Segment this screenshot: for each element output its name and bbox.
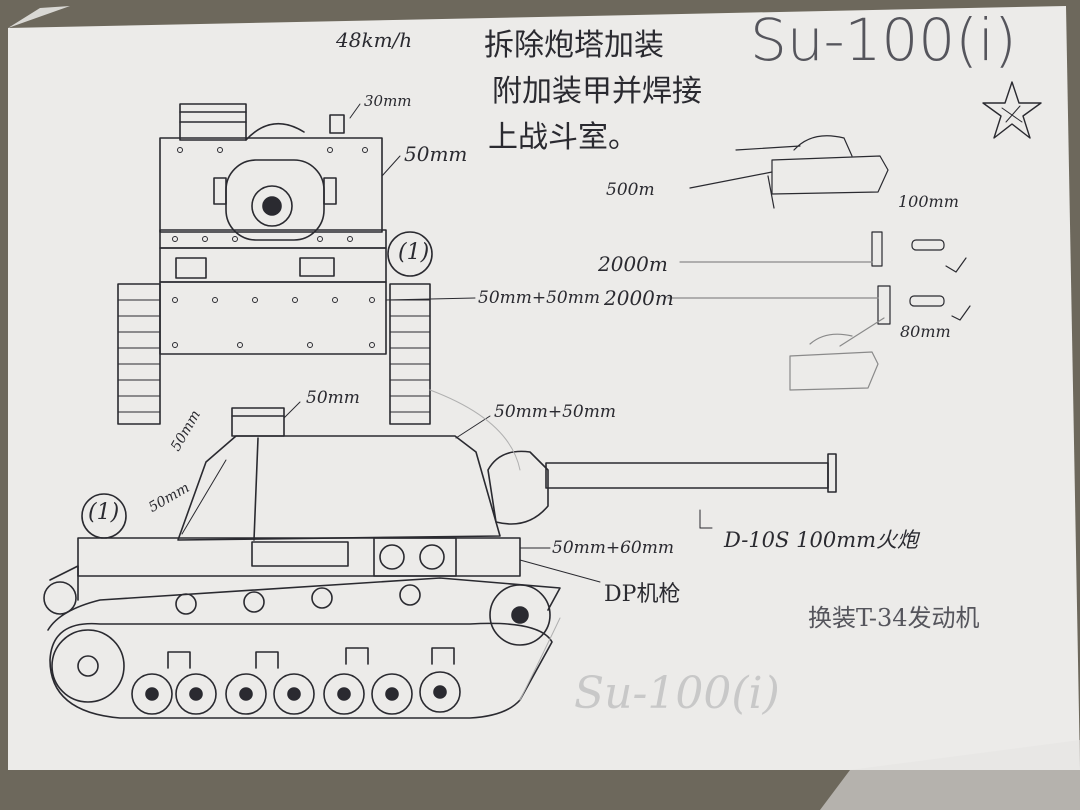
front-view: [117, 103, 476, 425]
sheet-title: Su-100(i): [750, 6, 1017, 74]
front-view-gun-barrel: [251, 185, 293, 227]
side-view-bogie-brackets: [167, 647, 455, 669]
front-view-right-track: [389, 283, 431, 425]
side-view-casemate: [177, 435, 501, 541]
soviet-star-emblem: [982, 81, 1042, 139]
front-view-superstructure: [159, 137, 383, 233]
front-view-left-track: [117, 283, 161, 425]
side-view-sprocket: [489, 584, 551, 646]
side-view-cupola: [231, 407, 285, 437]
side-view-marking-circle: [81, 493, 127, 539]
side-hatch-armor-label: 50mm: [306, 388, 360, 408]
front-view-hull: [159, 281, 387, 355]
engine-note-label: 换装T-34发动机: [808, 604, 980, 632]
penetration-80mm-label: 80mm: [900, 322, 951, 341]
range-2000m-label-1: 2000m: [598, 252, 668, 276]
side-roof-armor-label: 50mm+50mm: [494, 402, 616, 422]
note-line-2: 附加装甲并焊接: [492, 74, 702, 109]
side-view: [43, 401, 837, 719]
faint-title-watermark: Su-100(i): [574, 668, 780, 719]
front-top-plate-armor-label: 30mm: [364, 92, 412, 110]
front-side-armor-label: 50mm: [404, 142, 468, 166]
front-view-dome: [245, 122, 305, 141]
penetration-100mm-label: 100mm: [898, 192, 959, 211]
front-marking-label: (1): [398, 240, 430, 265]
speed-label: 48km/h: [336, 28, 413, 52]
side-view-idler: [51, 629, 125, 703]
range-500m-label: 500m: [606, 180, 655, 200]
side-hull-front-armor-label: 50mm+60mm: [552, 538, 674, 558]
main-gun-label: D-10S 100mm火炮: [724, 528, 919, 552]
penetration-diagram: [667, 135, 971, 391]
side-view-return-rollers: [175, 584, 421, 615]
range-2000m-label-2: 2000m: [604, 286, 674, 310]
side-view-gun-barrel: [545, 462, 829, 489]
machine-gun-label: DP机枪: [604, 582, 681, 607]
side-view-track: [49, 622, 553, 719]
note-line-3: 上战斗室。: [488, 120, 638, 155]
side-view-road-wheels: [131, 671, 461, 715]
side-marking-label: (1): [88, 500, 120, 525]
note-line-1: 拆除炮塔加装: [484, 28, 664, 63]
front-view-marking-circle: [387, 231, 433, 277]
front-hull-armor-label: 50mm+50mm: [478, 288, 600, 308]
side-view-hull: [77, 537, 521, 577]
